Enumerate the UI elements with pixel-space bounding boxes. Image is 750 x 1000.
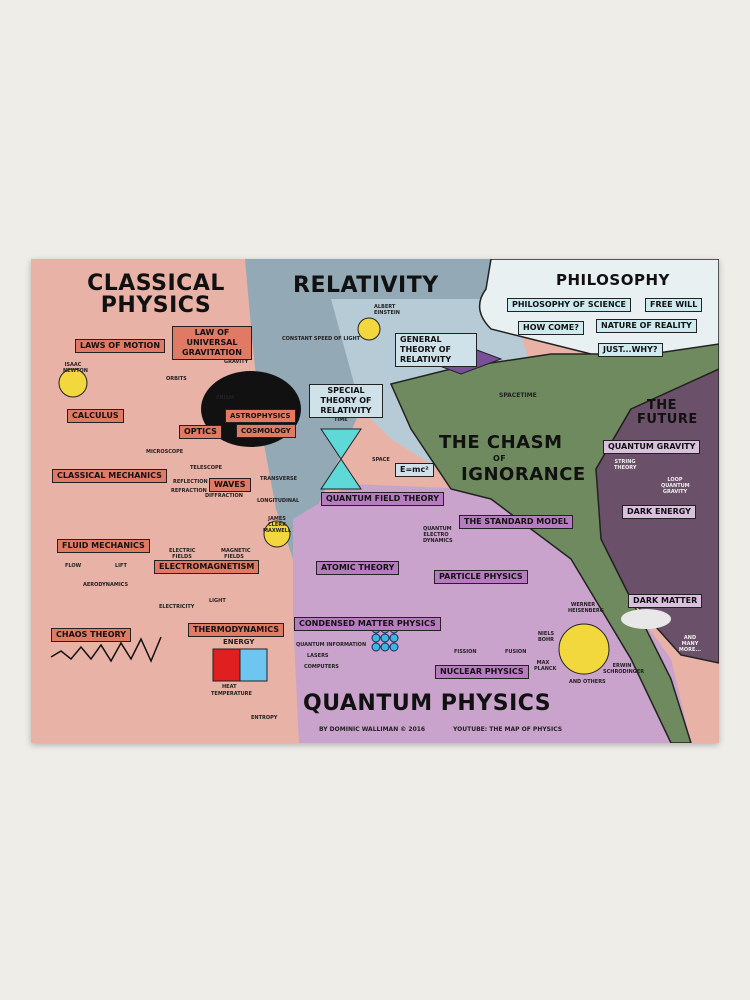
- box-laws-of-motion: LAWS OF MOTION: [75, 339, 166, 353]
- note-electricity: ELECTRICITY: [159, 604, 195, 610]
- box-e-mc2: E=mc²: [395, 463, 434, 477]
- note-refraction: REFRACTION: [171, 488, 207, 494]
- note-fission: FISSION: [454, 649, 477, 655]
- note-magnetic-fields: MAGNETIC FIELDS: [221, 548, 251, 560]
- note-and-many-more: AND MANY MORE...: [678, 635, 702, 653]
- note-time: TIME: [334, 417, 348, 423]
- note-computers: COMPUTERS: [304, 664, 339, 670]
- maxwell-portrait: [263, 520, 291, 548]
- box-astrophysics: ASTROPHYSICS: [225, 409, 296, 423]
- quantum-scientists-portrait: [558, 623, 610, 675]
- thermo-hot: [212, 648, 241, 682]
- note-microscope: MICROSCOPE: [146, 449, 184, 455]
- note-telescope: TELESCOPE: [190, 465, 223, 471]
- title-relativity: RELATIVITY: [293, 273, 439, 298]
- box-quantum-field-theory: QUANTUM FIELD THEORY: [321, 492, 444, 506]
- credit-youtube: YOUTUBE: THE MAP OF PHYSICS: [453, 726, 563, 733]
- box-fluid-mechanics: FLUID MECHANICS: [57, 539, 150, 553]
- note-temperature: TEMPERATURE: [211, 691, 252, 697]
- einstein-portrait: [357, 317, 381, 341]
- note-quantum-information: QUANTUM INFORMATION: [296, 642, 367, 648]
- note-werner-heisenberg: WERNER HEISENBERG: [568, 602, 604, 614]
- credit-author: BY DOMINIC WALLIMAN © 2016: [319, 726, 426, 733]
- region-quantum: [293, 484, 691, 743]
- dark-matter-galaxy: [621, 609, 671, 629]
- newton-portrait: [58, 368, 88, 398]
- note-lasers: LASERS: [307, 653, 329, 659]
- note-energy: ENERGY: [223, 638, 255, 646]
- note-prism: PRISM: [216, 395, 234, 401]
- box-philosophy-of-science: PHILOSOPHY OF SCIENCE: [507, 298, 632, 312]
- box-quantum-gravity: QUANTUM GRAVITY: [603, 440, 701, 454]
- box-universal-gravitation: LAW OF UNIVERSAL GRAVITATION: [172, 326, 252, 360]
- title-philosophy: PHILOSOPHY: [556, 271, 670, 289]
- title-classical-physics: CLASSICAL PHYSICS: [87, 271, 225, 318]
- box-particle-physics: PARTICLE PHYSICS: [434, 570, 528, 584]
- box-nature-of-reality: NATURE OF REALITY: [596, 319, 697, 333]
- note-albert-einstein: ALBERT EINSTEIN: [374, 304, 400, 316]
- note-orbits: ORBITS: [166, 376, 187, 382]
- title-chasm-line1: THE CHASM: [439, 432, 563, 453]
- note-reflection: REFLECTION: [173, 479, 208, 485]
- box-just-why: JUST...WHY?: [598, 343, 663, 357]
- note-james-clerk-maxwell: JAMES CLERK MAXWELL: [263, 516, 292, 534]
- note-max-planck: MAX PLANCK: [534, 660, 557, 672]
- note-and-others: AND OTHERS: [569, 679, 606, 685]
- note-heat: HEAT: [222, 684, 237, 690]
- box-waves: WAVES: [209, 478, 251, 492]
- note-gravity: GRAVITY: [224, 359, 249, 365]
- note-fusion: FUSION: [505, 649, 527, 655]
- note-light: LIGHT: [209, 598, 226, 604]
- box-classical-mechanics: CLASSICAL MECHANICS: [52, 469, 167, 483]
- note-longitudinal: LONGITUDINAL: [257, 498, 300, 504]
- box-general-relativity: GENERAL THEORY OF RELATIVITY: [395, 333, 477, 367]
- box-chaos-theory: CHAOS THEORY: [51, 628, 132, 642]
- box-free-will: FREE WILL: [645, 298, 703, 312]
- box-standard-model: THE STANDARD MODEL: [459, 515, 574, 529]
- note-diffraction: DIFFRACTION: [205, 493, 243, 499]
- title-quantum-physics: QUANTUM PHYSICS: [303, 691, 552, 716]
- box-condensed-matter: CONDENSED MATTER PHYSICS: [294, 617, 441, 631]
- note-transverse: TRANSVERSE: [260, 476, 298, 482]
- box-special-relativity: SPECIAL THEORY OF RELATIVITY: [309, 384, 383, 418]
- box-calculus: CALCULUS: [67, 409, 124, 423]
- light-cone: [320, 428, 362, 490]
- note-string-theory: STRING THEORY: [614, 459, 637, 471]
- title-the-future: THE FUTURE: [637, 398, 698, 427]
- title-chasm-line3: IGNORANCE: [461, 464, 586, 485]
- note-aerodynamics: AERODYNAMICS: [83, 582, 129, 588]
- note-space: SPACE: [372, 457, 390, 463]
- note-entropy: ENTROPY: [251, 715, 278, 721]
- note-quantum-electrodynamics: QUANTUM ELECTRO DYNAMICS: [423, 526, 453, 544]
- box-cosmology: COSMOLOGY: [236, 424, 296, 438]
- box-dark-energy: DARK ENERGY: [622, 505, 696, 519]
- box-electromagnetism: ELECTROMAGNETISM: [154, 560, 260, 574]
- note-flow: FLOW: [65, 563, 82, 569]
- note-electric-fields: ELECTRIC FIELDS: [169, 548, 196, 560]
- box-how-come: HOW COME?: [518, 321, 584, 335]
- note-constant-speed-of-light: CONSTANT SPEED OF LIGHT: [282, 336, 361, 342]
- box-nuclear-physics: NUCLEAR PHYSICS: [435, 665, 529, 679]
- box-atomic-theory: ATOMIC THEORY: [316, 561, 400, 575]
- box-optics: OPTICS: [179, 425, 222, 439]
- note-spacetime: SPACETIME: [499, 392, 537, 399]
- title-chasm-line2: OF: [493, 454, 507, 463]
- box-thermodynamics: THERMODYNAMICS: [188, 623, 284, 637]
- map-of-physics-poster: CLASSICAL PHYSICS RELATIVITY PHILOSOPHY …: [31, 259, 719, 743]
- thermo-cold: [239, 648, 268, 682]
- note-lift: LIFT: [115, 563, 127, 569]
- note-loop-quantum-gravity: LOOP QUANTUM GRAVITY: [661, 477, 690, 495]
- note-erwin-schrodinger: ERWIN SCHRODINGER: [603, 663, 645, 675]
- note-niels-bohr: NIELS BOHR: [537, 631, 555, 643]
- box-dark-matter: DARK MATTER: [628, 594, 703, 608]
- note-isaac-newton: ISAAC NEWTON: [63, 362, 88, 374]
- chaos-graph: [50, 636, 162, 663]
